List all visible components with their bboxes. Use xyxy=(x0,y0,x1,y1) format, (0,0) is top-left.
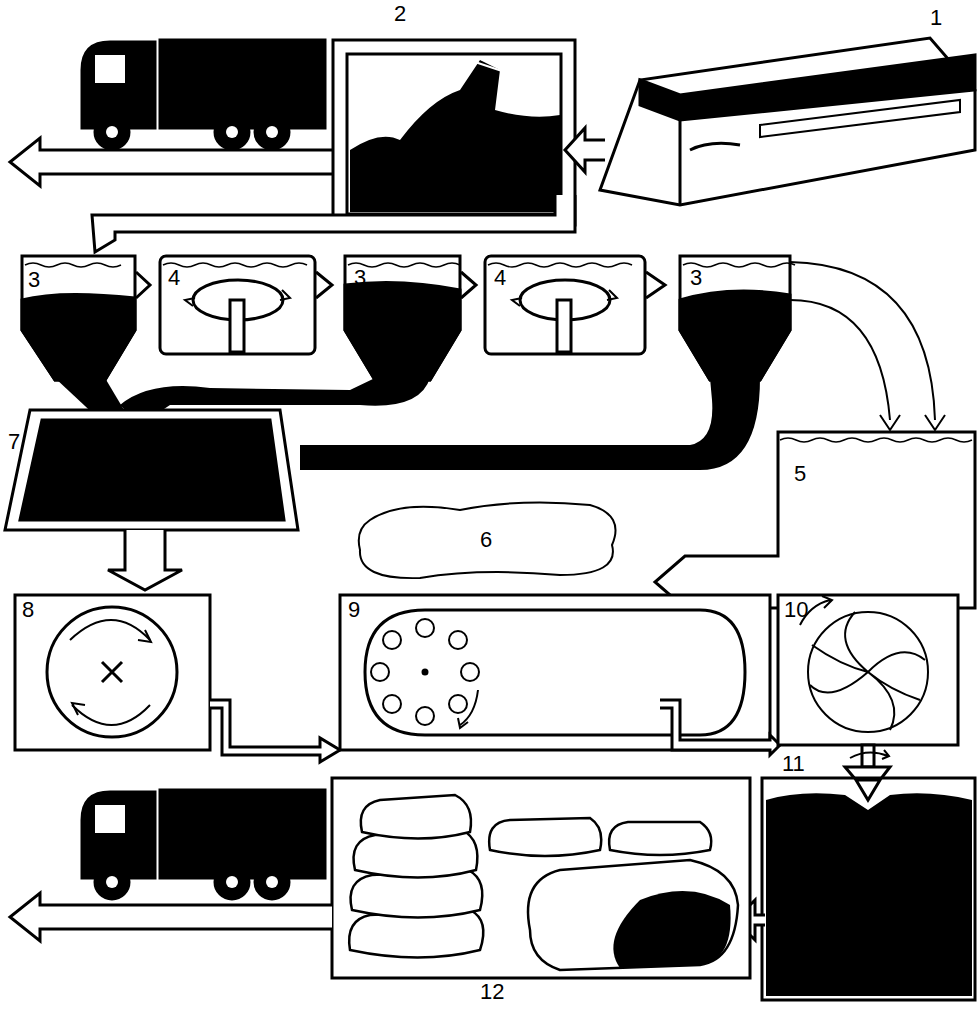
settling-tanks xyxy=(22,256,795,380)
truck-bottom xyxy=(82,790,325,899)
overflow-arrows xyxy=(790,262,935,420)
callout-number: 9 xyxy=(346,598,362,622)
callout-number: 10 xyxy=(782,598,810,622)
field-area xyxy=(359,502,616,578)
farm-building xyxy=(600,38,975,205)
dryer-box xyxy=(340,595,770,750)
bagging-box xyxy=(332,778,750,978)
callout-number: 5 xyxy=(792,462,808,486)
callout-number: 3 xyxy=(26,268,42,292)
callout-number: 1 xyxy=(928,6,944,30)
truck-top xyxy=(82,40,325,149)
water-tank xyxy=(655,432,975,608)
arrow-to-tank xyxy=(92,195,575,252)
mixer-box xyxy=(15,595,210,750)
callout-number: 3 xyxy=(352,266,368,290)
arrow-out-top xyxy=(10,138,335,186)
callout-number: 4 xyxy=(166,266,182,290)
storage-box xyxy=(333,40,575,225)
callout-number: 3 xyxy=(688,266,704,290)
grinder-box xyxy=(778,595,958,745)
arrow-out-bottom xyxy=(10,893,332,941)
callout-number: 11 xyxy=(780,752,807,776)
callout-number: 2 xyxy=(392,2,408,26)
callout-number: 6 xyxy=(478,528,494,552)
callout-number: 8 xyxy=(20,598,36,622)
filter-hopper xyxy=(5,410,298,530)
callout-number: 12 xyxy=(478,980,506,1004)
callout-number: 4 xyxy=(492,266,508,290)
callout-number: 7 xyxy=(6,430,22,454)
storage-bin xyxy=(762,778,975,1000)
